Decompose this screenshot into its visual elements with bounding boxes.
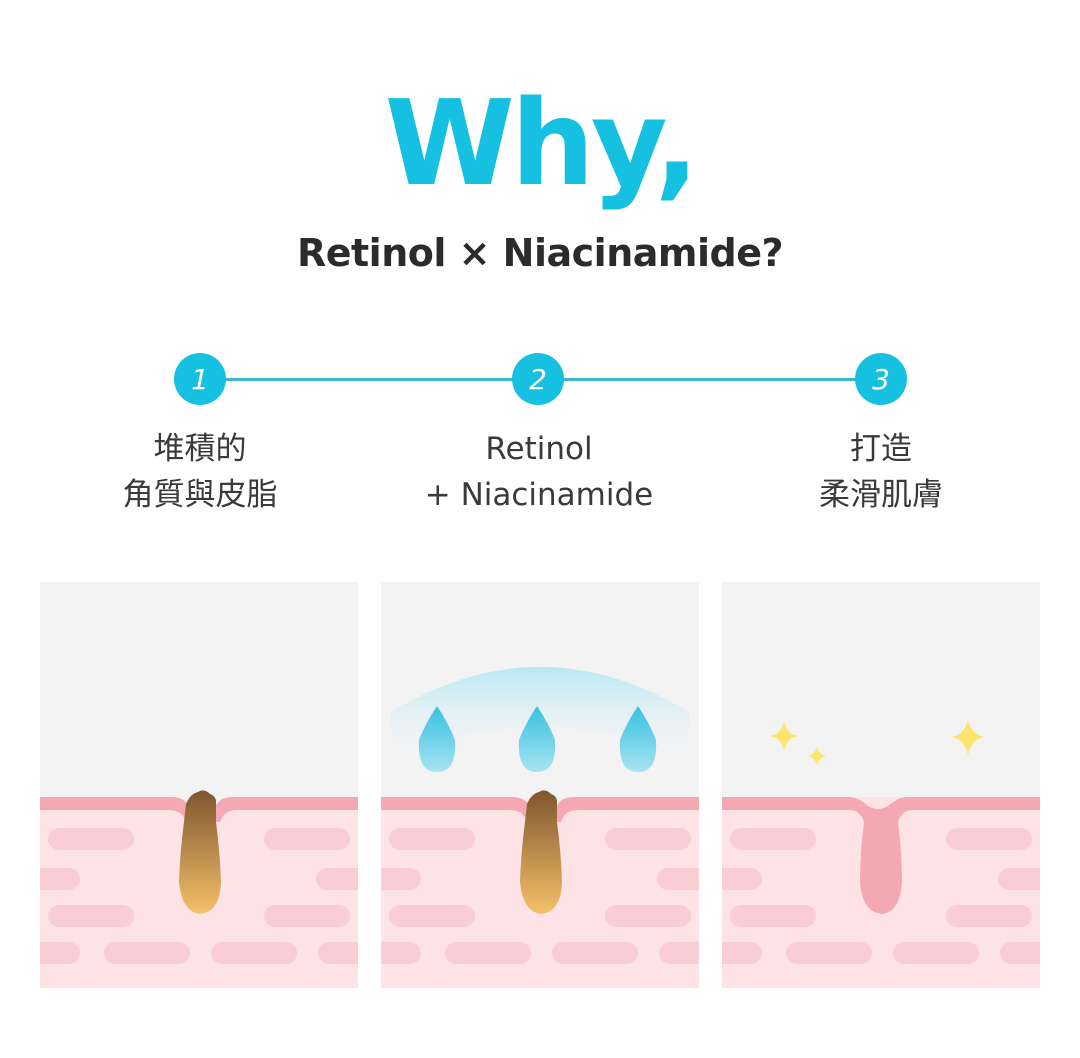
step-3-label: 打造 柔滑肌膚	[731, 426, 1031, 518]
sparkle-icon	[770, 720, 798, 752]
sparkle-icon	[952, 718, 984, 756]
headline-subtitle: Retinol × Niacinamide?	[296, 231, 784, 275]
skin-cells	[722, 828, 1040, 964]
water-drop-icon	[418, 706, 456, 772]
clean-pore	[722, 797, 1040, 914]
skin-cells	[40, 828, 358, 964]
step-2-label-line2: + Niacinamide	[424, 477, 654, 513]
step-1-label-line2: 角質與皮脂	[122, 477, 278, 513]
step-1-label: 堆積的 角質與皮脂	[50, 426, 350, 518]
skin-illustration-clogged	[40, 582, 358, 988]
step-2-label: Retinol + Niacinamide	[389, 426, 689, 518]
headline-why: Why,	[384, 74, 700, 212]
sparkle-icon	[808, 746, 826, 766]
skin-illustration-smooth	[722, 582, 1040, 988]
step-1-number: 1	[191, 362, 209, 396]
water-drop-icon	[518, 706, 556, 772]
water-drop-icon	[619, 706, 657, 772]
step-3-circle: 3	[855, 353, 907, 405]
step-3-label-line2: 柔滑肌膚	[819, 477, 943, 513]
step-2-number: 2	[529, 362, 547, 396]
sebum-plug	[520, 790, 562, 914]
step-1-circle: 1	[174, 353, 226, 405]
panel-treatment-applied	[381, 582, 699, 988]
panel-smooth-skin	[722, 582, 1040, 988]
step-2-circle: 2	[512, 353, 564, 405]
step-3-label-line1: 打造	[850, 431, 912, 467]
skin-cells	[381, 828, 699, 964]
panel-clogged-pore	[40, 582, 358, 988]
sebum-plug	[179, 790, 221, 914]
step-3-number: 3	[872, 362, 890, 396]
step-2-label-line1: Retinol	[485, 431, 593, 467]
skin-illustration-treatment	[381, 582, 699, 988]
step-1-label-line1: 堆積的	[153, 431, 247, 467]
